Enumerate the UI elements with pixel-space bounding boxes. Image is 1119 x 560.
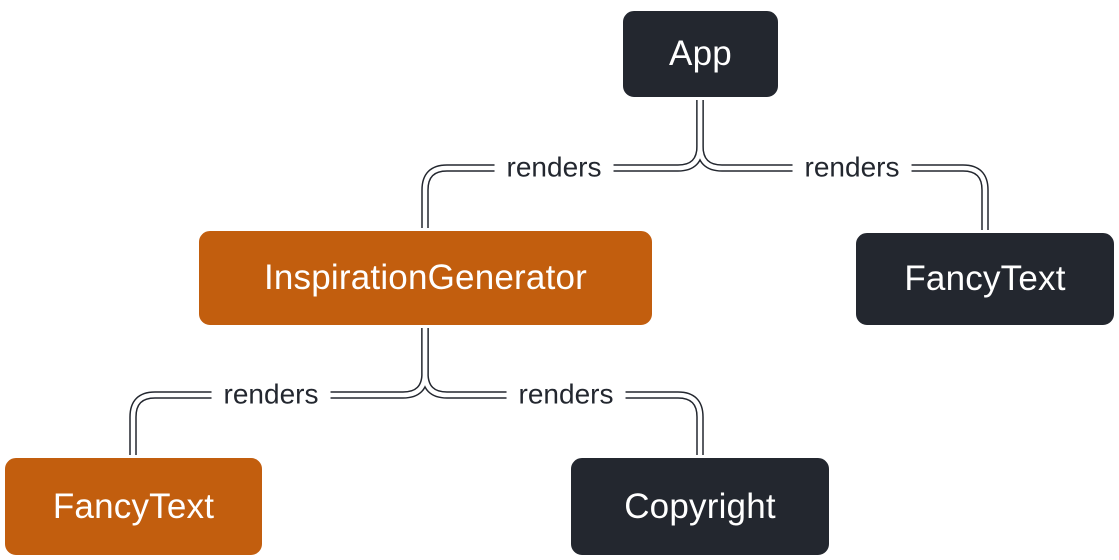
edge-label-inspirationgenerator-copyright: renders <box>506 377 626 413</box>
node-fancy-text-bottom: FancyText <box>2 455 265 558</box>
node-fancy-text-top: FancyText <box>853 230 1117 328</box>
node-app: App <box>620 8 781 100</box>
node-copyright-label: Copyright <box>624 486 776 526</box>
node-inspiration-generator: InspirationGenerator <box>196 228 655 328</box>
node-copyright: Copyright <box>568 455 832 558</box>
node-fancy-text-top-label: FancyText <box>904 259 1066 298</box>
edge-label-app-inspirationgenerator: renders <box>494 150 614 186</box>
edge-label-app-fancytext: renders <box>792 150 912 186</box>
edge-label-inspirationgenerator-fancytext: renders <box>211 377 331 413</box>
node-fancy-text-bottom-label: FancyText <box>52 486 215 526</box>
node-inspiration-generator-label: InspirationGenerator <box>263 258 588 297</box>
node-app-label: App <box>669 34 732 73</box>
